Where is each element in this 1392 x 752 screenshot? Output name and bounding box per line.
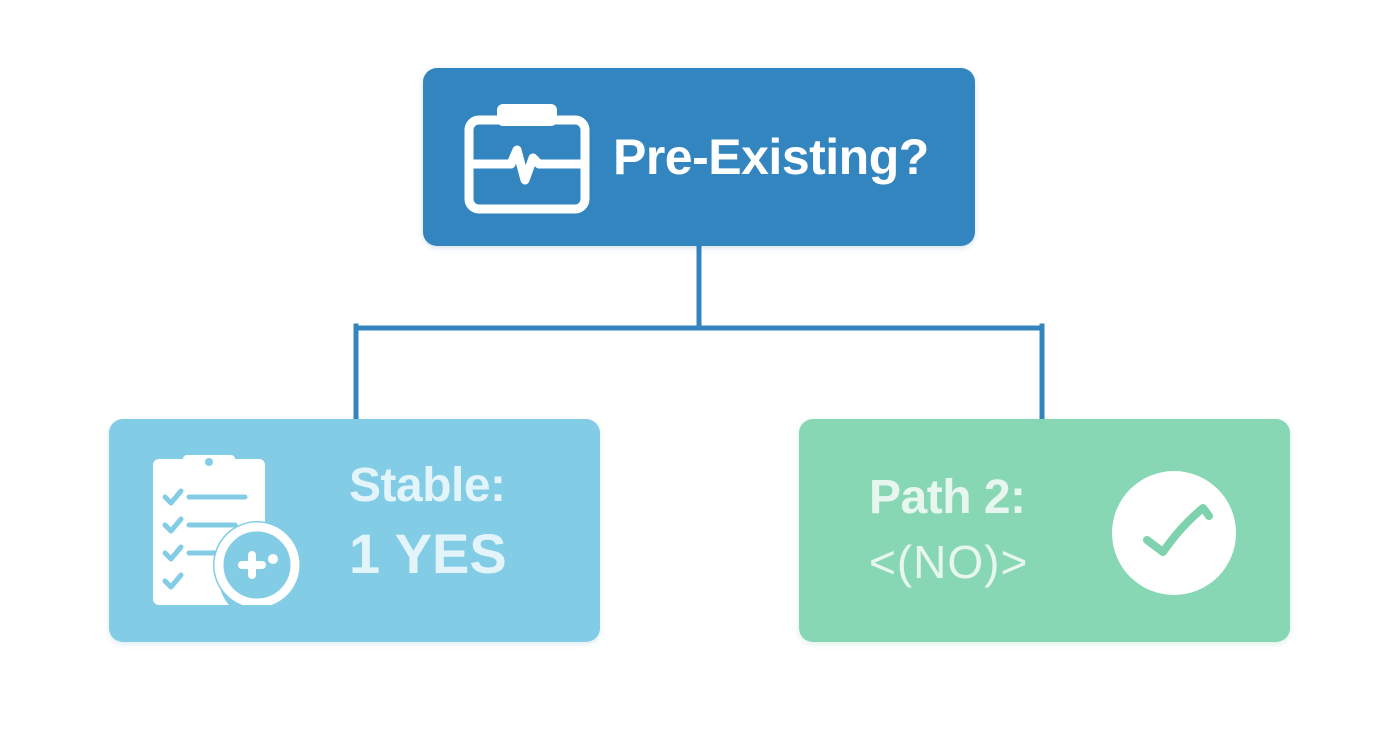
- medical-case-heartbeat-icon: [464, 104, 590, 214]
- root-question-label: Pre-Existing?: [613, 129, 929, 185]
- right-branch-title: Path 2:: [869, 471, 1026, 524]
- check-circle-icon: [1112, 471, 1236, 595]
- right-branch-value: <(NO)>: [869, 536, 1029, 588]
- clipboard-checklist-plus-icon: [153, 455, 301, 605]
- root-node: Pre-Existing?: [423, 68, 975, 246]
- left-branch-title: Stable:: [349, 459, 506, 512]
- left-branch-node: Stable: 1 YES: [109, 419, 600, 642]
- connector-path: [353, 243, 1045, 422]
- left-branch-text: Stable: 1 YES: [349, 455, 507, 591]
- right-branch-node: Path 2: <(NO)>: [799, 419, 1290, 642]
- left-branch-value: 1 YES: [349, 522, 507, 585]
- right-branch-text: Path 2: <(NO)>: [869, 467, 1028, 595]
